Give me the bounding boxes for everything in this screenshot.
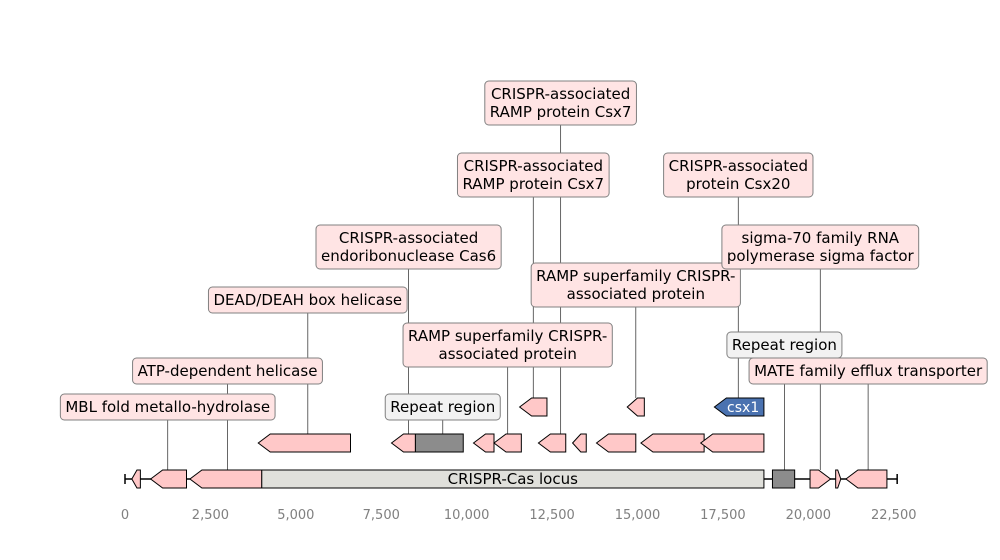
gene-arrow-g10 [493, 433, 522, 453]
annotation-box [530, 262, 741, 308]
annotation-text: sigma-70 family RNA [742, 229, 900, 247]
locus-label: CRISPR-Cas locus [448, 470, 578, 488]
x-tick-label: 7,500 [363, 508, 400, 523]
annotation-text: CRISPR-associated [669, 157, 808, 175]
x-tick-label: 10,000 [444, 508, 490, 523]
annotation-text: Repeat region [390, 398, 495, 416]
annotation-box [402, 322, 613, 368]
annotation-label-11: Repeat region [726, 331, 843, 359]
x-tick-label: 20,000 [786, 508, 832, 523]
annotation-box [748, 357, 988, 385]
gene-arrow-g2 [149, 469, 187, 489]
annotation-text: RAMP superfamily CRISPR- [536, 267, 735, 285]
annotation-label-9: RAMP superfamily CRISPR-associated prote… [530, 262, 741, 308]
x-tick-label: 22,500 [871, 508, 917, 523]
x-tick-label: 2,500 [192, 508, 229, 523]
annotation-text: ATP-dependent helicase [138, 362, 318, 380]
gene-label-g18: csx1 [727, 400, 759, 416]
gene-arrow-g8 [390, 433, 416, 453]
gene-arrow-g14 [640, 433, 705, 453]
x-tick-label: 0 [121, 508, 129, 523]
annotation-text: associated protein [567, 285, 705, 303]
annotation-box [663, 152, 814, 198]
annotation-text: CRISPR-associated [491, 85, 630, 103]
annotation-box [315, 224, 502, 270]
annotation-text: associated protein [439, 345, 577, 363]
annotation-text: Repeat region [732, 336, 837, 354]
gene-arrow-g4 [809, 469, 832, 489]
x-tick-label: 15,000 [615, 508, 661, 523]
annotation-box [132, 357, 323, 385]
gene-arrow-g12 [571, 433, 587, 453]
feature-labels: MBL fold metallo-hydrolase ATP-dependent … [59, 80, 988, 421]
annotation-label-5: Repeat region [384, 393, 501, 421]
gene-arrow-g18 [713, 397, 765, 417]
annotation-text: MATE family efflux transporter [754, 362, 983, 380]
gene-arrow-g5 [835, 469, 842, 489]
annotation-label-3: DEAD/DEAH box helicase [207, 286, 408, 314]
annotation-text: polymerase sigma factor [727, 247, 915, 265]
gene-arrow-g11 [537, 433, 567, 453]
annotation-box [59, 393, 276, 421]
x-tick-label: 12,500 [529, 508, 575, 523]
annotation-label-13: MATE family efflux transporter [748, 357, 988, 385]
annotation-label-6: RAMP superfamily CRISPR-associated prote… [402, 322, 613, 368]
gene-arrow-g15 [699, 433, 765, 453]
annotation-label-2: ATP-dependent helicase [132, 357, 323, 385]
annotation-text: CRISPR-associated [339, 229, 478, 247]
annotation-box [484, 80, 637, 126]
annotation-text: endoribonuclease Cas6 [321, 247, 496, 265]
annotation-text: RAMP protein Csx7 [462, 175, 604, 193]
annotation-text: RAMP protein Csx7 [490, 103, 632, 121]
annotation-box [721, 224, 920, 270]
gene-arrow-g3 [189, 469, 263, 489]
repeat-region-r1 [771, 469, 796, 489]
annotation-box [456, 152, 610, 198]
gene-arrow-g7 [257, 433, 351, 453]
x-tick-label: 5,000 [277, 508, 314, 523]
annotation-text: MBL fold metallo-hydrolase [65, 398, 270, 416]
annotation-box [384, 393, 501, 421]
gene-arrow-g17 [626, 397, 645, 417]
annotation-box [207, 286, 408, 314]
gene-arrow-g9 [472, 433, 495, 453]
gene-arrow-g13 [595, 433, 637, 453]
x-axis: 0 2,500 5,000 7,500 10,000 12,500 15,000 17,500… [121, 508, 917, 523]
x-tick-label: 17,500 [700, 508, 746, 523]
gene-arrow-g16 [518, 397, 548, 417]
feature-tracks: CRISPR-Cas locus csx1 [124, 397, 898, 489]
annotation-label-1: MBL fold metallo-hydrolase [59, 393, 276, 421]
annotation-text: RAMP superfamily CRISPR- [408, 327, 607, 345]
annotation-text: DEAD/DEAH box helicase [213, 291, 402, 309]
repeat-region-r2 [414, 433, 464, 453]
annotation-text: CRISPR-associated [464, 157, 603, 175]
annotation-text: protein Csx20 [686, 175, 790, 193]
gene-arrow-g1 [131, 469, 141, 489]
gene-arrow-g6 [845, 469, 888, 489]
